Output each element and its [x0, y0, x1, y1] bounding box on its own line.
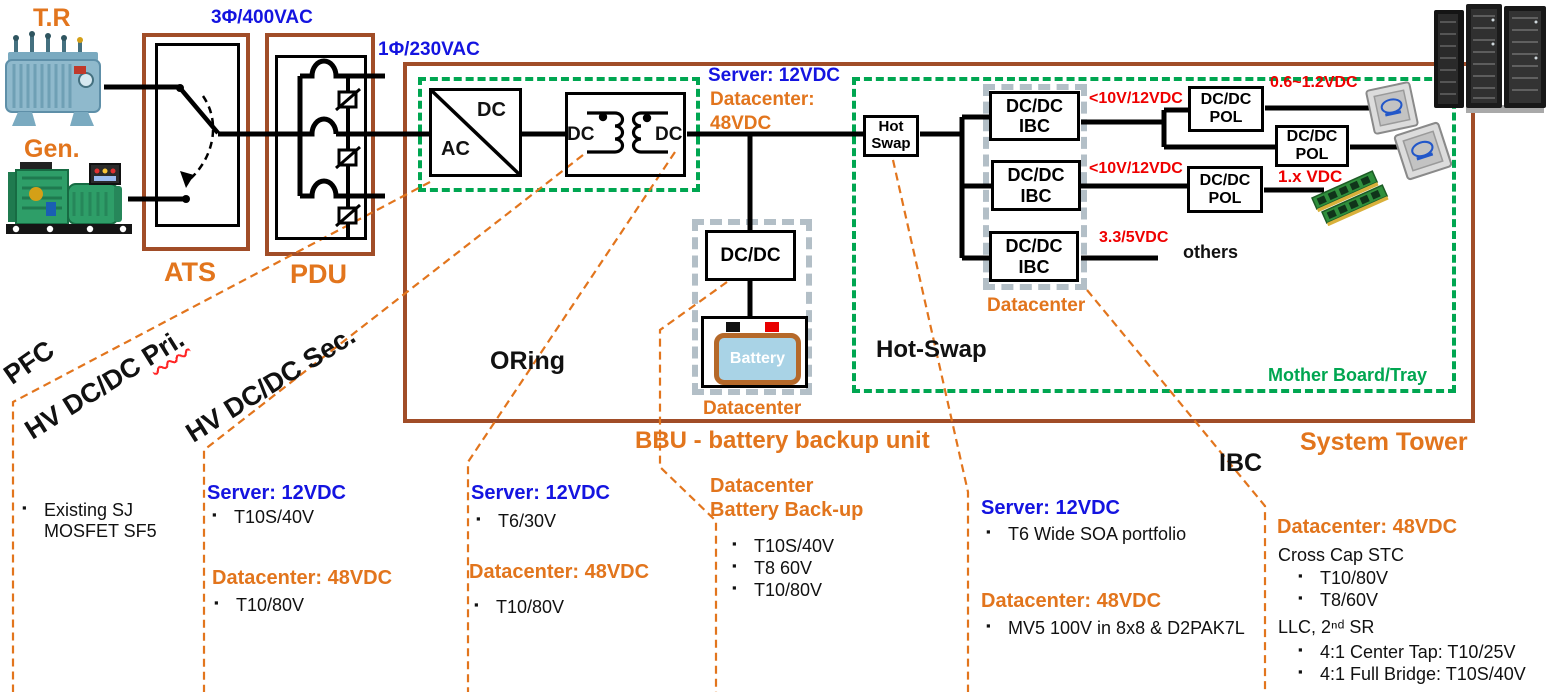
server-rack-icon [1434, 4, 1546, 113]
section-hotswap-label: Hot-Swap [876, 336, 987, 363]
datacenter-ibc-caption: Datacenter [987, 295, 1086, 316]
ats-outline-box [142, 33, 250, 251]
battery-label: Battery [729, 350, 786, 368]
hotswap-datacenter-header: Datacenter: 48VDC [981, 590, 1162, 612]
pri-datacenter-item: T10/80V [214, 595, 304, 616]
ibc-subheader-llc: LLC, 2ⁿᵈ SR [1278, 617, 1375, 637]
bbu-title: BBU - battery backup unit [635, 427, 930, 454]
bbu-item-1: T10S/40V [732, 536, 834, 557]
bus-datacenter-label: Datacenter: [710, 89, 815, 110]
hotswap-server-item: T6 Wide SOA portfolio [986, 524, 1186, 545]
acdc-dc-label: DC [477, 99, 506, 121]
transformer-label: T.R [33, 4, 71, 32]
hotswap-server-header: Server: 12VDC [981, 497, 1120, 519]
bbu-item-2: T8 60V [732, 558, 812, 579]
sec-datacenter-header: Datacenter: 48VDC [469, 561, 650, 583]
dcdc-pol1-box: DC/DC POL [1188, 86, 1264, 132]
ibc-item-3: 4:1 Center Tap: T10/25V [1298, 642, 1515, 663]
battery-terminal-positive [765, 322, 779, 332]
rail-ibc3-label: 3.3/5VDC [1099, 229, 1169, 246]
dcdc-ibc3-box: DC/DC IBC [989, 231, 1079, 282]
sec-server-item: T6/30V [476, 511, 556, 532]
three-phase-voltage-label: 3Φ/400VAC [211, 7, 313, 28]
acdc-diagonal [430, 89, 521, 176]
generator-photo [6, 158, 132, 240]
dcdc-ibc2-box: DC/DC IBC [991, 160, 1081, 211]
sec-datacenter-item: T10/80V [474, 597, 564, 618]
transformer-photo [4, 28, 108, 132]
ibc-item-1: T10/80V [1298, 568, 1388, 589]
battery-outer-box: Battery [701, 316, 808, 388]
bus-server-voltage-label: Server: 12VDC [708, 65, 841, 86]
bbu-datacenter-caption: Datacenter [703, 398, 802, 419]
system-tower-caption: System Tower [1300, 428, 1468, 456]
bbu-callout-header: Datacenter Battery Back-up [710, 475, 864, 521]
server-rack-photo [1432, 2, 1547, 115]
sec-server-header: Server: 12VDC [471, 482, 610, 504]
ram-icon [1311, 170, 1389, 227]
ram-photo [1308, 168, 1392, 227]
ibc-datacenter-header: Datacenter: 48VDC [1277, 516, 1458, 538]
ats-inner-box [155, 43, 240, 227]
single-phase-voltage-label: 1Φ/230VAC [378, 39, 480, 60]
rail-pol1-label: 0.6~1.2VDC [1270, 74, 1358, 91]
acdc-ac-label: AC [441, 138, 470, 160]
cpu-icon [1393, 121, 1453, 181]
dcdc-ibc1-box: DC/DC IBC [989, 91, 1080, 141]
pdu-inner-box [275, 55, 367, 240]
ibc-item-4: 4:1 Full Bridge: T10S/40V [1298, 664, 1526, 685]
pdu-breakers-symbol [297, 58, 385, 238]
acdc-converter-box [429, 88, 522, 177]
xfmr-dc-left-label: DC [567, 124, 595, 145]
motherboard-tray-caption: Mother Board/Tray [1268, 365, 1428, 385]
ibc-subheader-crosscap: Cross Cap STC [1278, 545, 1405, 565]
dcdc-pol2-box: DC/DC POL [1275, 125, 1349, 167]
pfc-item: Existing SJ MOSFET SF5 [22, 500, 184, 541]
pri-server-item: T10S/40V [212, 507, 314, 528]
pdu-label: PDU [290, 259, 348, 289]
system-tower-box [403, 62, 1475, 423]
battery-terminal-negative [726, 322, 740, 332]
rail-ibc2-label: <10V/12VDC [1089, 160, 1183, 177]
battery: Battery [714, 333, 801, 385]
generator-label: Gen. [24, 135, 80, 163]
cpu-icon [1365, 81, 1419, 135]
bbu-item-3: T10/80V [732, 580, 822, 601]
hot-swap-box: Hot Swap [863, 115, 919, 157]
transformer-symbol [587, 111, 668, 154]
dcdc-pol3-box: DC/DC POL [1187, 166, 1263, 213]
bbu-dcdc-box: DC/DC [705, 230, 796, 281]
motherboard-tray-box [852, 77, 1456, 393]
section-oring-label: ORing [490, 347, 565, 375]
bus-datacenter-voltage-label: 48VDC [710, 113, 772, 134]
hotswap-datacenter-item: MV5 100V in 8x8 & D2PAK7L [986, 618, 1245, 639]
transformer-icon [5, 31, 101, 126]
cpu-photo-2 [1391, 119, 1454, 182]
ibc-item-2: T8/60V [1298, 590, 1378, 611]
section-ibc-label: IBC [1219, 449, 1263, 477]
generator-icon [6, 162, 132, 234]
ats-label: ATS [164, 257, 216, 287]
rail-pol3-label: 1.x VDC [1278, 167, 1343, 186]
cpu-photo-1 [1364, 80, 1421, 137]
ats-switch-symbol [176, 84, 220, 203]
others-label: others [1183, 242, 1239, 262]
pri-datacenter-header: Datacenter: 48VDC [212, 567, 393, 589]
isolated-dcdc-box [565, 92, 686, 177]
rail-ibc1-label: <10V/12VDC [1089, 90, 1183, 107]
pdu-outline-box [265, 33, 375, 256]
pri-server-header: Server: 12VDC [207, 482, 346, 504]
xfmr-dc-right-label: DC [655, 124, 683, 145]
